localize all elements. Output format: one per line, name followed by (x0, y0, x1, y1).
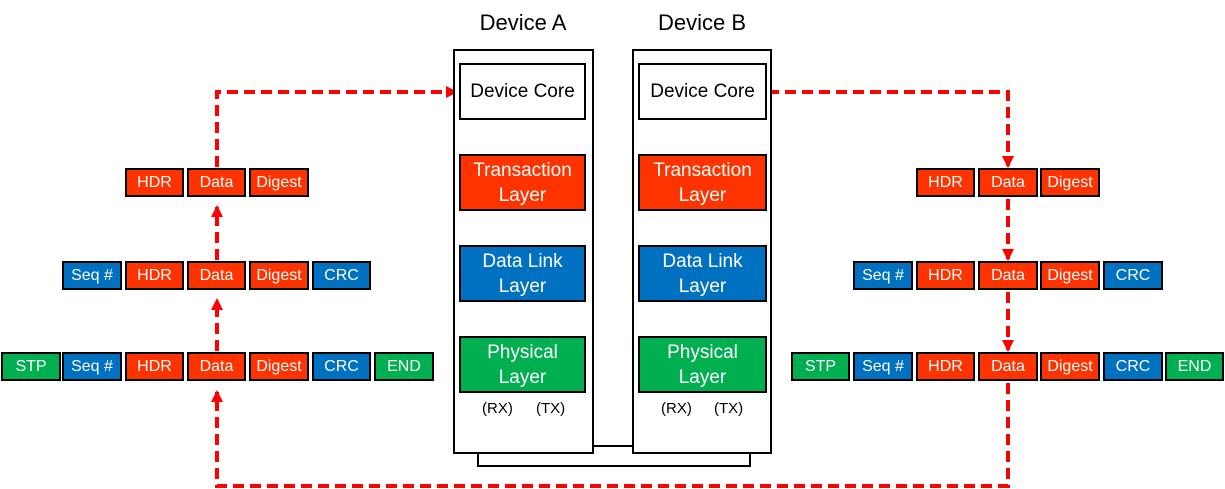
left-pl-hdr: HDR (125, 352, 184, 381)
device-a-data-link-layer: Data Link Layer (459, 245, 586, 302)
left-tl-digest: Digest (249, 168, 309, 197)
left-dl-data: Data (187, 261, 246, 290)
flow-a-transaction-to-core (215, 86, 458, 167)
right-dl-digest: Digest (1040, 261, 1100, 290)
left-tl-data: Data (187, 168, 246, 197)
device-b-transaction-layer: Transaction Layer (638, 154, 767, 211)
device-a-transaction-layer: Transaction Layer (459, 154, 586, 211)
device-b-tx-label: (TX) (714, 400, 744, 417)
device-b-title: Device B (657, 10, 747, 35)
left-pl-data: Data (187, 352, 246, 381)
left-pl-seq: Seq # (62, 352, 122, 381)
device-a-physical-layer: Physical Layer (459, 336, 586, 393)
device-b-physical-layer: Physical Layer (638, 336, 767, 393)
right-pl-digest: Digest (1040, 352, 1100, 381)
right-dl-crc: CRC (1103, 261, 1163, 290)
right-pl-seq: Seq # (853, 352, 913, 381)
right-pl-data: Data (978, 352, 1038, 381)
right-tl-data: Data (978, 168, 1038, 197)
left-tl-hdr: HDR (125, 168, 184, 197)
right-dl-hdr: HDR (916, 261, 975, 290)
left-dl-crc: CRC (312, 261, 371, 290)
right-tl-hdr: HDR (916, 168, 975, 197)
left-pl-stp: STP (1, 352, 61, 381)
device-b-data-link-layer: Data Link Layer (638, 245, 767, 302)
right-pl-stp: STP (791, 352, 850, 381)
right-tl-digest: Digest (1040, 168, 1100, 197)
device-b-rx-label: (RX) (661, 400, 692, 417)
left-dl-digest: Digest (249, 261, 309, 290)
left-pl-digest: Digest (249, 352, 309, 381)
device-a-core: Device Core (459, 63, 586, 120)
device-b-core: Device Core (638, 63, 767, 120)
left-pl-crc: CRC (312, 352, 371, 381)
right-pl-end: END (1165, 352, 1224, 381)
device-a-tx-label: (TX) (536, 400, 566, 417)
left-dl-seq: Seq # (62, 261, 122, 290)
right-dl-data: Data (978, 261, 1038, 290)
flow-b-core-to-transaction (768, 90, 1014, 168)
flow-b-physical-to-a-physical (211, 383, 1010, 488)
right-pl-crc: CRC (1103, 352, 1163, 381)
left-pl-end: END (374, 352, 434, 381)
device-a-rx-label: (RX) (482, 400, 513, 417)
right-pl-hdr: HDR (916, 352, 975, 381)
right-dl-seq: Seq # (853, 261, 913, 290)
left-dl-hdr: HDR (125, 261, 184, 290)
device-a-title: Device A (479, 10, 567, 35)
